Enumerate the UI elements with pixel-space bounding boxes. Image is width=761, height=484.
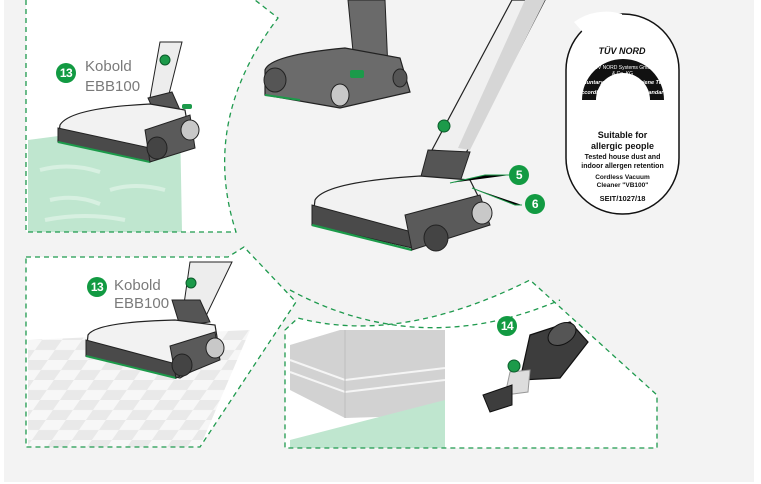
product-text-1: Cordless Vacuum [595, 174, 650, 181]
vacuum-ebb100-carpet [57, 41, 200, 163]
certificate-code: SEIT/1027/18 [599, 194, 646, 203]
suitable-for-text: Suitable for [597, 130, 648, 140]
crevice-brush-nozzle [482, 321, 589, 413]
arc-text-2: according to TÜV NORD Standard [578, 90, 667, 96]
vacuum-rear-view [263, 0, 411, 109]
callout-badge-13: 13 [56, 63, 76, 83]
callout-badge-13: 13 [87, 277, 107, 297]
carpet-floor [290, 400, 445, 448]
model-label-line2: EBB100 [85, 78, 141, 95]
vacuum-ebb100-tile [85, 261, 233, 379]
callout-badge-14: 14 [497, 316, 517, 336]
callout-badge-5: 5 [509, 165, 529, 185]
panel-bottom-right [284, 279, 658, 449]
tuv-brand: TÜV NORD [582, 46, 662, 56]
arc-text-1: Voluntary Indoor Air Hygiene Test [578, 80, 667, 86]
product-text-2: Cleaner "VB100" [596, 182, 649, 189]
certification-seal: TÜV NORD TÜV NORD Systems GmbH & Co. KG … [565, 13, 680, 213]
tested-text-1: Tested house dust and [584, 154, 661, 161]
model-label-line2: EBB100 [114, 295, 170, 312]
issuer-text: TÜV NORD Systems GmbH & Co. KG [591, 65, 654, 77]
model-label-line1: Kobold [85, 58, 132, 75]
callout-badge-6: 6 [525, 194, 545, 214]
allergic-people-text: allergic people [590, 141, 655, 151]
tested-text-2: indoor allergen retention [581, 163, 664, 170]
tuv-nord-seal [565, 11, 680, 215]
model-label-line1: Kobold [114, 277, 161, 294]
vacuum-main [311, 0, 546, 252]
